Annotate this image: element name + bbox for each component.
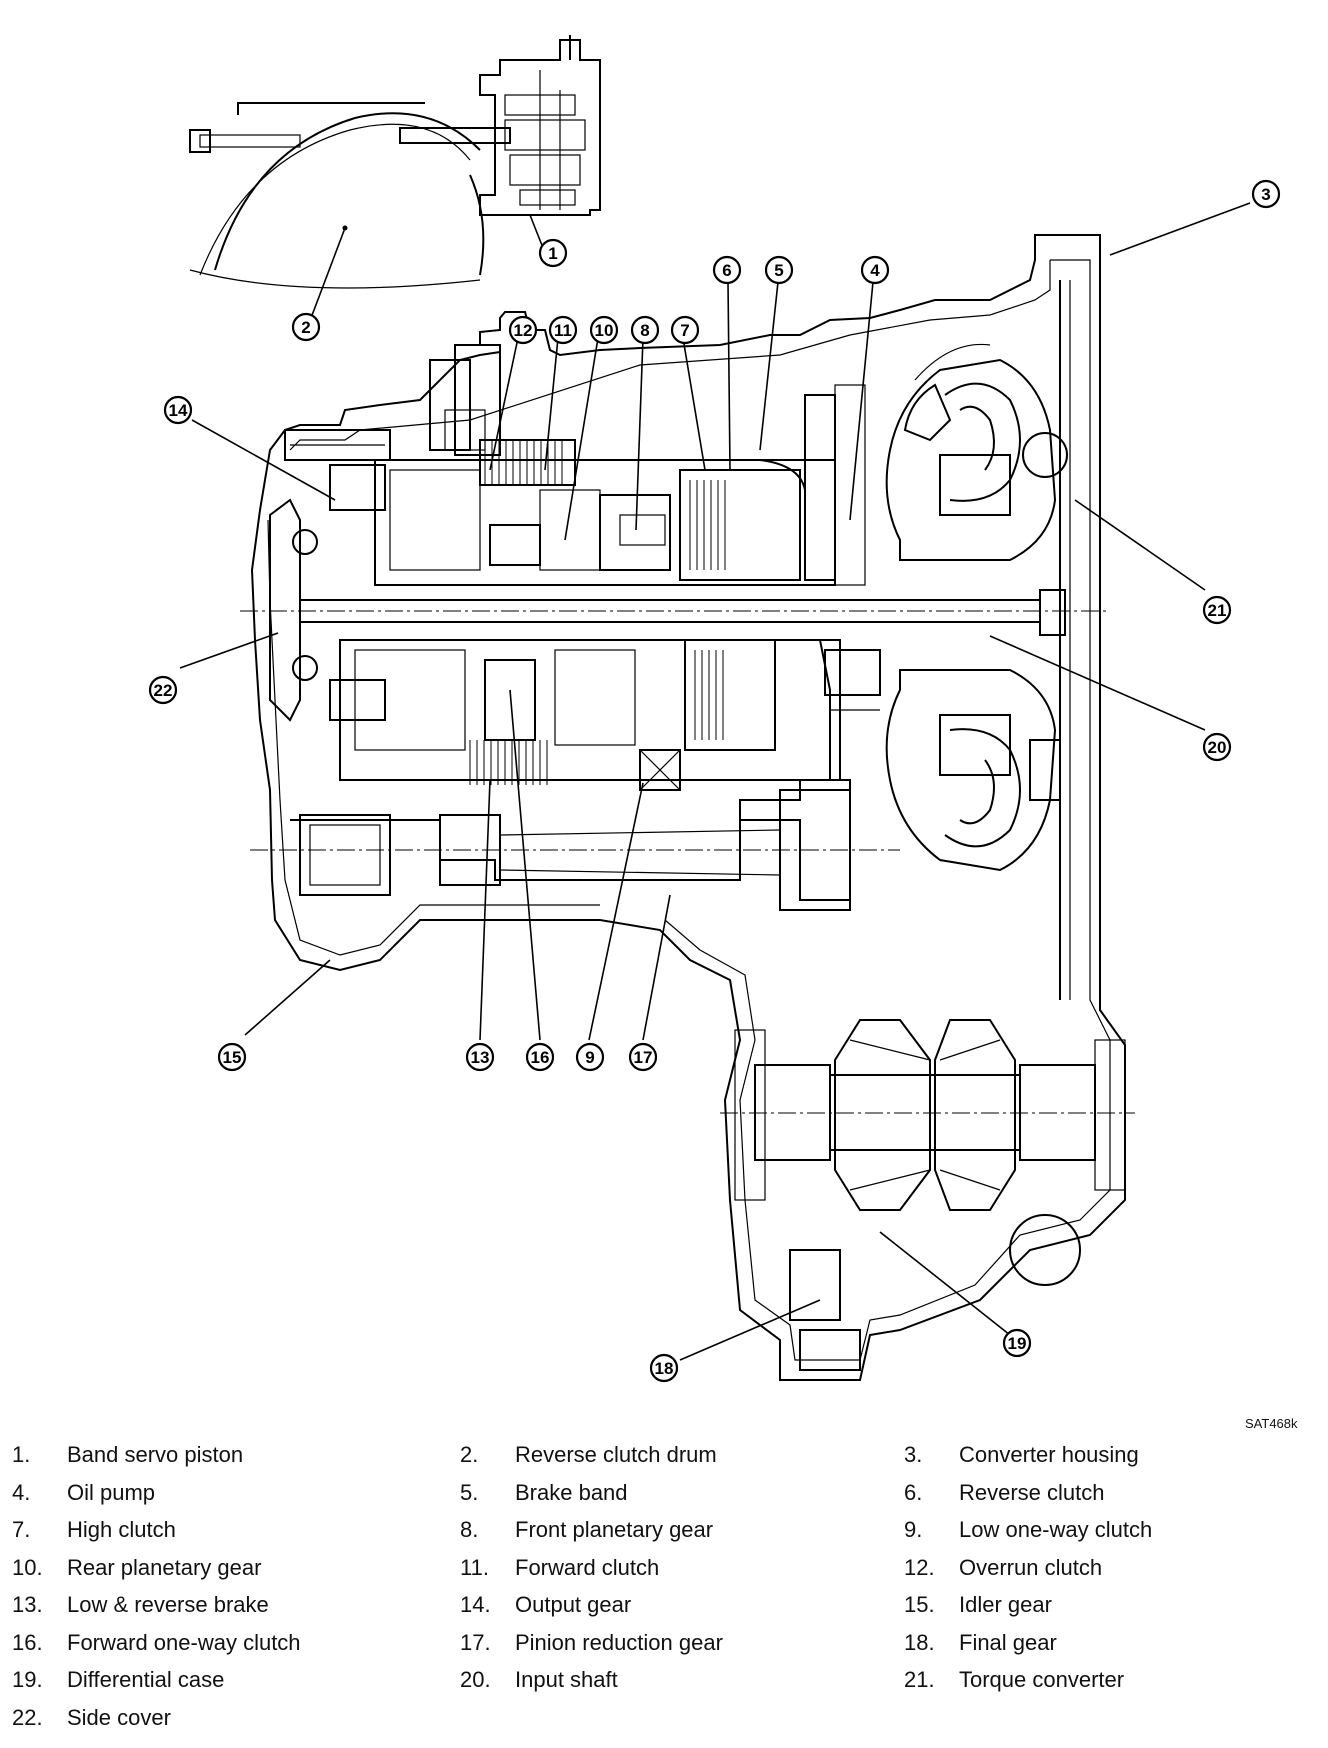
legend-label: Rear planetary gear — [67, 1554, 262, 1580]
svg-text:22: 22 — [154, 681, 173, 700]
legend-number: 10. — [12, 1554, 43, 1580]
svg-text:13: 13 — [471, 1048, 490, 1067]
legend-number: 11. — [460, 1554, 489, 1580]
svg-text:16: 16 — [531, 1048, 550, 1067]
legend-number: 9. — [904, 1517, 923, 1542]
legend-number: 22. — [12, 1704, 43, 1730]
legend-label: Forward one-way clutch — [67, 1629, 301, 1655]
differential-drawing — [720, 1019, 1135, 1371]
callout-19: 19 — [1002, 1328, 1032, 1358]
legend-number: 8. — [460, 1517, 479, 1542]
callout-17: 17 — [628, 1042, 658, 1072]
legend-number: 21. — [904, 1667, 935, 1692]
legend-label: Brake band — [515, 1479, 628, 1505]
svg-text:21: 21 — [1208, 601, 1227, 620]
legend-number: 17. — [460, 1629, 491, 1655]
svg-text:18: 18 — [655, 1359, 674, 1378]
transaxle-housing — [250, 234, 1126, 1381]
svg-text:4: 4 — [870, 261, 880, 280]
callout-9: 9 — [575, 1042, 605, 1072]
svg-text:10: 10 — [595, 321, 614, 340]
legend-label: Converter housing — [959, 1442, 1139, 1467]
callout-15: 15 — [217, 1042, 247, 1072]
callout-22: 22 — [148, 675, 178, 705]
svg-text:20: 20 — [1208, 738, 1227, 757]
legend-label: Pinion reduction gear — [515, 1629, 723, 1655]
legend-label: Idler gear — [959, 1592, 1052, 1617]
legend-number: 4. — [12, 1479, 31, 1505]
legend-number: 3. — [904, 1442, 923, 1467]
figure-code: SAT468k — [1245, 1416, 1298, 1431]
svg-text:12: 12 — [514, 321, 533, 340]
callout-13: 13 — [465, 1042, 495, 1072]
callout-1: 1 — [538, 238, 568, 268]
svg-text:3: 3 — [1261, 185, 1270, 204]
pinion-reduction-shaft — [250, 779, 900, 911]
svg-text:17: 17 — [634, 1048, 653, 1067]
legend-label: Reverse clutch drum — [515, 1442, 717, 1467]
svg-text:7: 7 — [680, 321, 689, 340]
svg-text:15: 15 — [223, 1048, 242, 1067]
legend-label: Low one-way clutch — [959, 1517, 1153, 1542]
legend-label: Overrun clutch — [959, 1554, 1103, 1580]
svg-text:19: 19 — [1008, 1334, 1027, 1353]
legend-number: 5. — [460, 1479, 479, 1505]
legend-label: Output gear — [515, 1592, 632, 1617]
callout-10: 10 — [589, 315, 619, 345]
legend-number: 7. — [12, 1517, 31, 1542]
legend-label: Final gear — [959, 1629, 1057, 1655]
callout-20: 20 — [1202, 732, 1232, 762]
clutch-planetary-lower — [339, 639, 881, 791]
legend-number: 20. — [460, 1667, 491, 1692]
callout-16: 16 — [525, 1042, 555, 1072]
callout-2: 2 — [291, 312, 321, 342]
svg-text:11: 11 — [554, 321, 572, 340]
legend-number: 1. — [12, 1442, 31, 1467]
legend-label: Forward clutch — [515, 1554, 660, 1580]
legend-label: Front planetary gear — [515, 1517, 714, 1542]
svg-text:5: 5 — [774, 261, 783, 280]
callout-12: 12 — [508, 315, 538, 345]
torque-converter-drawing — [885, 343, 1068, 872]
legend-label: High clutch — [67, 1517, 176, 1542]
svg-text:2: 2 — [301, 318, 310, 337]
svg-text:14: 14 — [169, 401, 188, 420]
callout-4: 4 — [860, 255, 890, 285]
legend-number: 13. — [12, 1592, 43, 1617]
callout-11: 11 — [548, 315, 578, 345]
transaxle-cross-section-diagram: 1 2 3 4 5 6 7 8 9 10 11 12 13 14 15 16 1… — [148, 35, 1281, 1383]
clutch-planetary-upper — [374, 384, 866, 586]
callout-14: 14 — [163, 395, 193, 425]
leader-lines — [179, 202, 1251, 1361]
legend-label: Differential case — [67, 1667, 225, 1692]
legend-number: 2. — [460, 1442, 479, 1467]
band-servo-inset — [189, 35, 601, 289]
legend-label: Low & reverse brake — [67, 1592, 269, 1617]
input-shaft — [240, 589, 1110, 636]
legend-label: Side cover — [67, 1704, 171, 1730]
svg-text:6: 6 — [722, 261, 731, 280]
callout-3: 3 — [1251, 179, 1281, 209]
legend-number: 18. — [904, 1629, 935, 1655]
legend-number: 14. — [460, 1592, 491, 1617]
callout-21: 21 — [1202, 595, 1232, 625]
legend-label: Input shaft — [515, 1667, 618, 1692]
legend-number: 6. — [904, 1479, 923, 1505]
callout-5: 5 — [764, 255, 794, 285]
callout-8: 8 — [630, 315, 660, 345]
callout-6: 6 — [712, 255, 742, 285]
svg-text:9: 9 — [585, 1048, 594, 1067]
callout-7: 7 — [670, 315, 700, 345]
svg-text:1: 1 — [548, 244, 557, 263]
legend-label: Oil pump — [67, 1479, 156, 1505]
svg-text:8: 8 — [640, 321, 649, 340]
legend-label: Reverse clutch — [959, 1479, 1105, 1505]
callout-18: 18 — [649, 1353, 679, 1383]
legend-number: 12. — [904, 1554, 935, 1580]
legend-number: 19. — [12, 1667, 43, 1692]
legend-label: Torque converter — [959, 1667, 1125, 1692]
legend-number: 15. — [904, 1592, 935, 1617]
legend-label: Band servo piston — [67, 1442, 244, 1467]
legend-number: 16. — [12, 1629, 43, 1655]
